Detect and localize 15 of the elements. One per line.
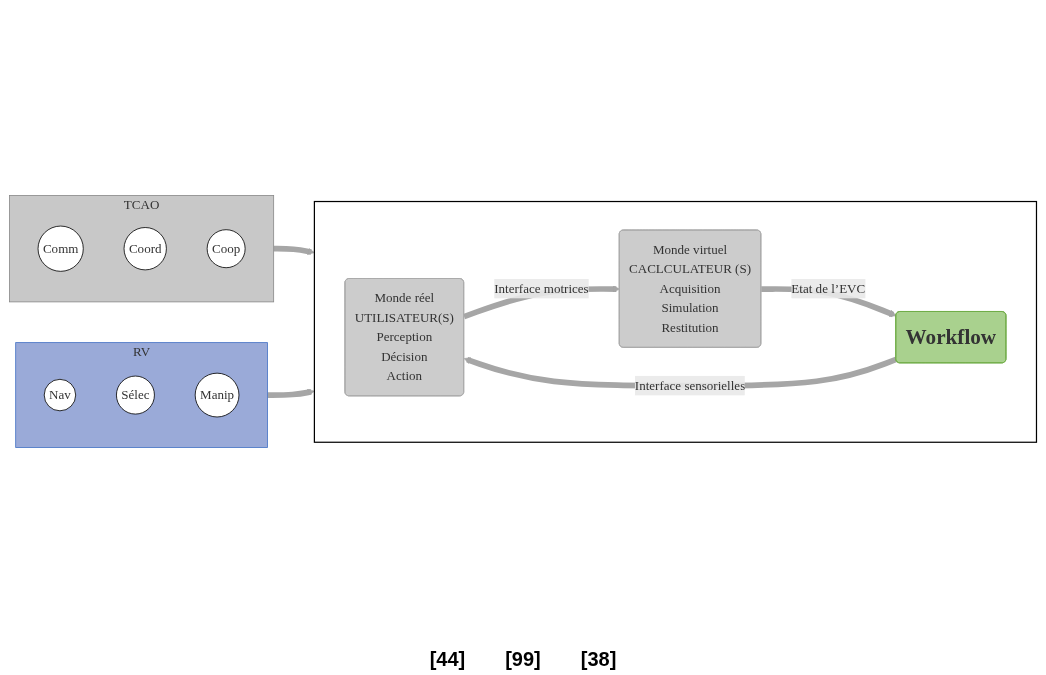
- cluster: [313, 201, 1038, 444]
- node-circle: Nav: [43, 379, 77, 412]
- citation-number: [38]: [580, 648, 617, 671]
- node-circle: Coop: [206, 229, 246, 269]
- edge-label: Etat de l’EVC: [791, 281, 866, 296]
- arrow: [273, 246, 315, 256]
- arrow: [267, 389, 315, 399]
- node-circle: Coord: [123, 227, 167, 271]
- citation-number: [99]: [505, 648, 541, 671]
- node-circle: Sélec: [116, 376, 155, 415]
- node-circle: Comm: [37, 226, 84, 273]
- edge-label: Interface motrices: [494, 281, 589, 296]
- edge-label: Interface sensorielles: [634, 378, 746, 393]
- citation-number: [44]: [429, 648, 466, 671]
- node-circle: Manip: [194, 373, 240, 418]
